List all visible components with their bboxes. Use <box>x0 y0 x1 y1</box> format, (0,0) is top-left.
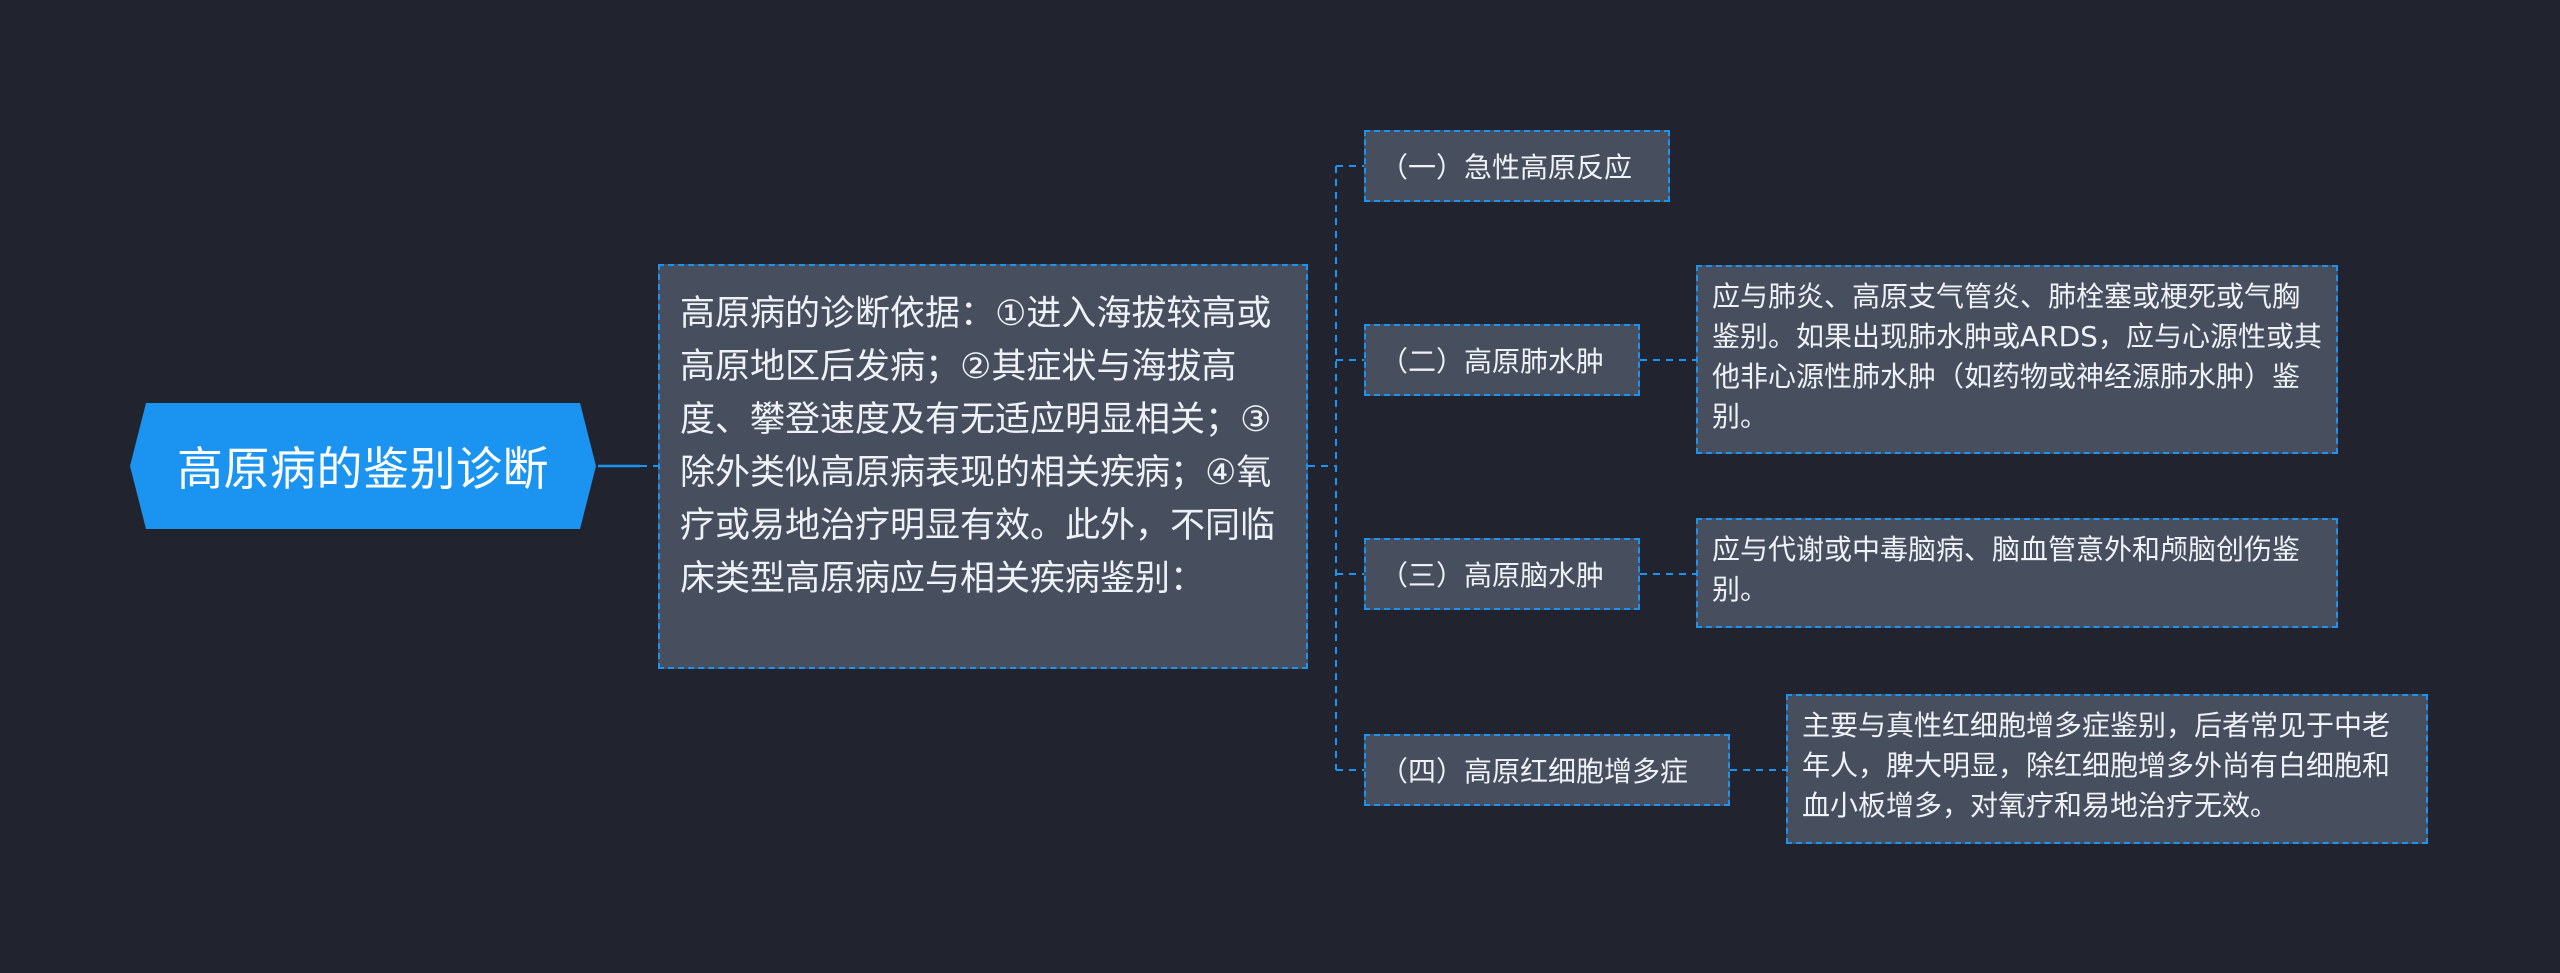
category-label: （三）高原脑水肿 <box>1380 559 1605 592</box>
category-high-altitude-polycythemia[interactable]: （四）高原红细胞增多症 <box>1364 734 1730 806</box>
detail-text: 应与代谢或中毒脑病、脑血管意外和颅脑创伤鉴别。 <box>1712 533 2301 606</box>
category-high-altitude-pulmonary-edema[interactable]: （二）高原肺水肿 <box>1364 324 1640 396</box>
category-label: （二）高原肺水肿 <box>1380 345 1605 378</box>
category-acute-mountain-sickness[interactable]: （一）急性高原反应 <box>1364 130 1670 202</box>
category-high-altitude-cerebral-edema[interactable]: （三）高原脑水肿 <box>1364 538 1640 610</box>
detail-text: 主要与真性红细胞增多症鉴别，后者常见于中老年人，脾大明显，除红细胞增多外尚有白细… <box>1802 709 2391 822</box>
detail-cerebral-edema[interactable]: 应与代谢或中毒脑病、脑血管意外和颅脑创伤鉴别。 <box>1696 518 2338 628</box>
detail-text: 应与肺炎、高原支气管炎、肺栓塞或梗死或气胸鉴别。如果出现肺水肿或ARDS，应与心… <box>1712 280 2322 433</box>
root-topic[interactable]: 高原病的鉴别诊断 <box>130 403 596 529</box>
diagnosis-criteria-node[interactable]: 高原病的诊断依据：①进入海拔较高或高原地区后发病；②其症状与海拔高度、攀登速度及… <box>658 264 1308 669</box>
diagnosis-criteria-text: 高原病的诊断依据：①进入海拔较高或高原地区后发病；②其症状与海拔高度、攀登速度及… <box>680 294 1276 599</box>
detail-polycythemia[interactable]: 主要与真性红细胞增多症鉴别，后者常见于中老年人，脾大明显，除红细胞增多外尚有白细… <box>1786 694 2428 844</box>
detail-pulmonary-edema[interactable]: 应与肺炎、高原支气管炎、肺栓塞或梗死或气胸鉴别。如果出现肺水肿或ARDS，应与心… <box>1696 265 2338 454</box>
root-topic-label: 高原病的鉴别诊断 <box>177 442 549 496</box>
category-label: （四）高原红细胞增多症 <box>1380 755 1689 788</box>
category-label: （一）急性高原反应 <box>1380 151 1633 184</box>
